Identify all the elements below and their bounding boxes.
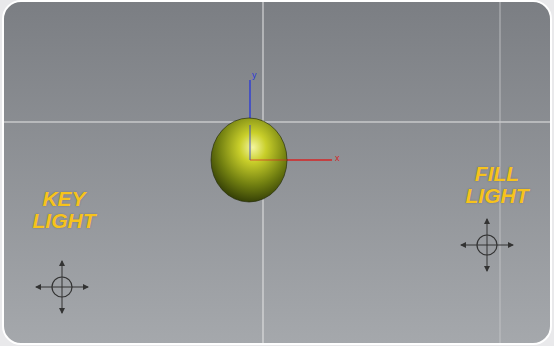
light-label: FILL LIGHT (458, 163, 536, 207)
key-light-icon (36, 261, 88, 313)
axis-label: y (252, 70, 257, 80)
light-label: KEY LIGHT (26, 188, 102, 232)
shaded-sphere (211, 118, 287, 202)
axis-label: x (335, 153, 340, 163)
viewport-ground (3, 1, 551, 344)
grid-line (4, 122, 550, 123)
fill-light-icon (461, 219, 513, 271)
x-axis (250, 159, 332, 160)
